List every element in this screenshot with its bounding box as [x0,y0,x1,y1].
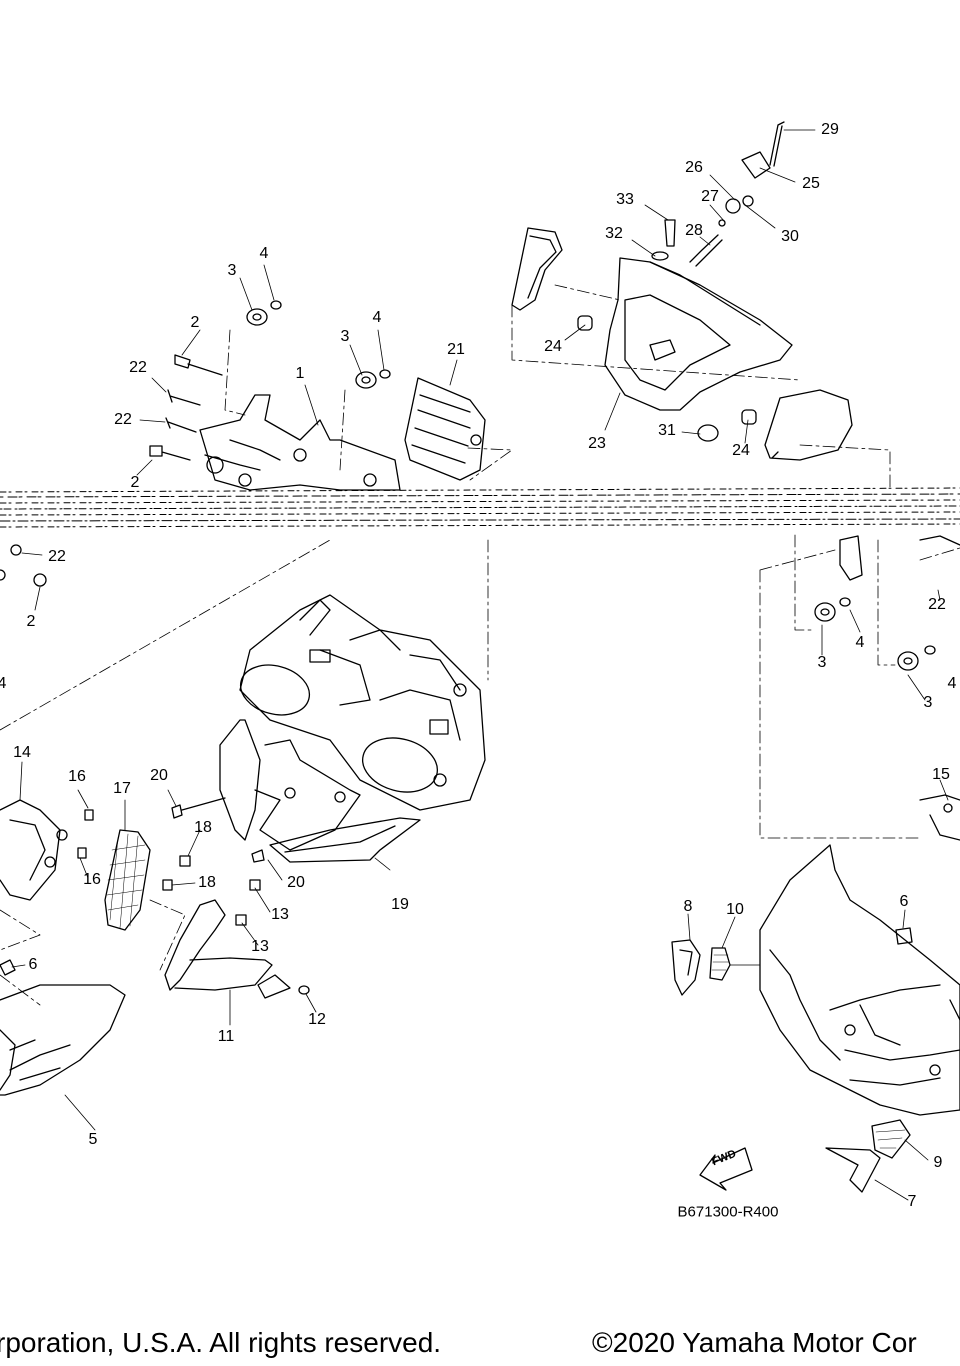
bracket-frame [199,394,401,491]
part-label-22: 22 [114,411,132,428]
part-label-20: 20 [150,767,168,784]
part-label-13: 13 [271,906,289,923]
part-label-7: 7 [907,1193,917,1210]
part-label-22: 22 [928,596,946,613]
duct-flap [511,227,563,311]
part-label-26: 26 [685,159,703,176]
part-label-22: 22 [129,359,147,376]
part-label-13: 13 [251,938,269,955]
part-label-16: 16 [83,871,101,888]
part-label-30: 30 [781,228,799,245]
scan-noise-band [0,487,960,528]
part-label-4: 4 [855,634,865,651]
part-label-19: 19 [391,896,409,913]
bracket-7 [825,1147,881,1193]
part-label-2: 2 [130,474,140,491]
part-label-6: 6 [899,893,909,910]
part-label-16: 16 [68,768,86,785]
lower-left-cowl-group [0,544,317,1131]
part-label-33: 33 [616,191,634,208]
part-label-2: 2 [26,613,36,630]
part-label-10: 10 [726,901,744,918]
duct-cover [764,389,853,461]
part-label-5: 5 [88,1131,98,1148]
part-label-6: 6 [28,956,38,973]
mesh-9 [871,1119,911,1159]
part-label-25: 25 [802,175,820,192]
part-label-3: 3 [227,262,237,279]
part-label-3: 3 [923,694,933,711]
lower-bracket-19 [0,539,489,881]
part-label-11: 11 [217,1028,235,1045]
part-label-15: 15 [932,766,950,783]
part-label-18: 18 [198,874,216,891]
part-label-4: 4 [947,675,957,692]
part-label-29: 29 [821,121,839,138]
part-label-9: 9 [933,1154,943,1171]
headlight-unit [239,594,486,811]
part-label-21: 21 [447,341,465,358]
part-label-27: 27 [701,188,719,205]
part-label-3: 3 [340,328,350,345]
part-label-24: 24 [544,338,562,355]
part-label-17: 17 [113,780,131,797]
upper-left-bracket-group [136,264,513,491]
part-label-4: 4 [0,675,7,692]
part-label-12: 12 [308,1011,326,1028]
part-label-2: 2 [190,314,200,331]
part-label-28: 28 [685,222,703,239]
part-label-3: 3 [817,654,827,671]
part-label-32: 32 [605,225,623,242]
part-label-8: 8 [683,898,693,915]
part-label-18: 18 [194,819,212,836]
fwd-arrow-icon [699,1147,753,1191]
part-label-23: 23 [588,435,606,452]
duct-main [604,257,793,411]
part-label-14: 14 [13,744,31,761]
part-label-4: 4 [372,309,382,326]
part-label-22: 22 [48,548,66,565]
side-panel-11 [164,899,226,991]
insert-8 [671,939,701,996]
footer-copyright-right: ©2020 Yamaha Motor Cor [592,1327,917,1358]
side-cowl-5 [0,984,126,1096]
drawing-code: B671300-R400 [677,1203,779,1221]
part-label-4: 4 [259,245,269,262]
part-label-1: 1 [295,365,305,382]
upper-right-duct-group [511,121,891,491]
insert-10 [709,947,731,981]
front-cowl-right [759,844,960,1116]
lower-right-cowl-group [671,534,960,1201]
part-label-20: 20 [287,874,305,891]
mesh-panel-17 [104,829,151,931]
part-label-24: 24 [732,442,750,459]
footer-copyright-left: rporation, U.S.A. All rights reserved. [0,1327,442,1358]
part-label-31: 31 [658,422,676,439]
grille [404,377,486,481]
